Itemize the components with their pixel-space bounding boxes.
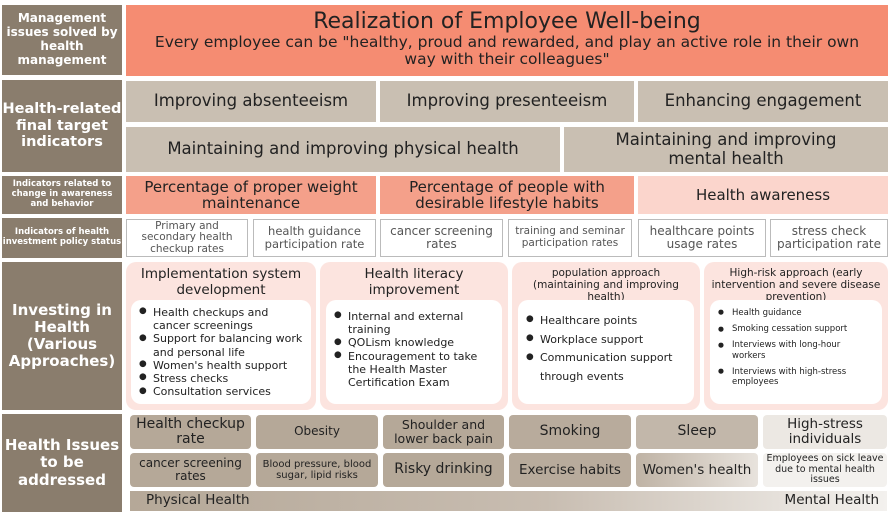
list-item: Women's health support	[139, 359, 305, 372]
list-item: Consultation services	[139, 385, 305, 398]
awareness-lifestyle: Percentage of people with desirable life…	[380, 176, 634, 214]
list-item: Workplace support	[526, 331, 688, 350]
indicator-presenteeism: Improving presenteeism	[380, 81, 634, 122]
approach-title: High-risk approach (early intervention a…	[711, 267, 881, 304]
issue-cancer-screening: cancer screening rates	[130, 453, 251, 487]
label-issues: Health Issues to be addressed	[2, 414, 122, 512]
approach-title: Implementation system development	[140, 266, 302, 298]
policy-training-rates: training and seminar participation rates	[508, 219, 632, 257]
issue-womens-health: Women's health	[636, 453, 758, 487]
header-banner: Realization of Employee Well-being Every…	[126, 5, 888, 76]
list-item: QOLism knowledge	[334, 336, 496, 349]
issue-smoking: Smoking	[509, 415, 631, 449]
header-title: Realization of Employee Well-being	[313, 9, 701, 34]
list-item: Encouragement to take the Health Master …	[334, 350, 496, 390]
list-item: Health checkups and cancer screenings	[139, 306, 305, 332]
approach-population: population approach (maintaining and imp…	[512, 262, 700, 410]
policy-points-usage: healthcare points usage rates	[638, 219, 766, 257]
list-item: Healthcare points	[526, 312, 688, 331]
issue-high-stress: High-stress individuals	[763, 415, 887, 449]
label-investing: Investing in Health (Various Approaches)	[2, 262, 122, 410]
mental-health-label: Mental Health	[784, 492, 879, 508]
issue-obesity: Obesity	[256, 415, 378, 449]
policy-cancer-screening: cancer screening rates	[380, 219, 503, 257]
list-item: Support for balancing work and personal …	[139, 332, 305, 358]
issue-drinking: Risky drinking	[383, 453, 504, 487]
list-item: Interviews with long-hour workers	[718, 340, 876, 360]
label-awareness: Indicators related to change in awarenes…	[2, 176, 122, 214]
list-item: Smoking cessation support	[718, 324, 876, 334]
policy-guidance-rate: health guidance participation rate	[253, 219, 376, 257]
list-item: Communication support through events	[526, 349, 688, 386]
approach-title: Health literacy improvement	[364, 266, 464, 298]
physical-health-label: Physical Health	[146, 492, 250, 508]
policy-checkup-rates: Primary and secondary health checkup rat…	[126, 219, 248, 257]
indicator-absenteeism: Improving absenteeism	[126, 81, 376, 122]
indicator-mental-health: Maintaining and improving mental health	[564, 127, 888, 172]
approach-title: population approach (maintaining and imp…	[533, 267, 679, 304]
label-policy-status: Indicators of health investment policy s…	[2, 218, 122, 258]
approach-literacy: Health literacy improvement Internal and…	[320, 262, 508, 410]
approach-high-risk: High-risk approach (early intervention a…	[704, 262, 888, 410]
awareness-health: Health awareness	[638, 176, 888, 214]
issue-back-pain: Shoulder and lower back pain	[383, 415, 504, 449]
issue-blood-risks: Blood pressure, blood sugar, lipid risks	[256, 453, 378, 487]
approach-implementation: Implementation system development Health…	[126, 262, 316, 410]
indicator-physical-health: Maintaining and improving physical healt…	[126, 127, 560, 172]
physical-mental-gradient: Physical Health Mental Health	[130, 491, 887, 511]
issue-sick-leave: Employees on sick leave due to mental he…	[763, 453, 887, 487]
indicator-engagement: Enhancing engagement	[638, 81, 888, 122]
policy-stress-check: stress check participation rate	[770, 219, 888, 257]
list-item: Stress checks	[139, 372, 305, 385]
label-management: Management issues solved by health manag…	[2, 5, 122, 75]
list-item: Health guidance	[718, 308, 876, 318]
issue-sleep: Sleep	[636, 415, 758, 449]
list-item: Internal and external training	[334, 310, 496, 336]
header-subtitle: Every employee can be "healthy, proud an…	[154, 33, 860, 69]
issue-checkup-rate: Health checkup rate	[130, 415, 251, 449]
awareness-weight: Percentage of proper weight maintenance	[126, 176, 376, 214]
label-final-indicators: Health-related final target indicators	[2, 80, 122, 172]
issue-exercise: Exercise habits	[509, 453, 631, 487]
list-item: Interviews with high-stress employees	[718, 367, 876, 387]
